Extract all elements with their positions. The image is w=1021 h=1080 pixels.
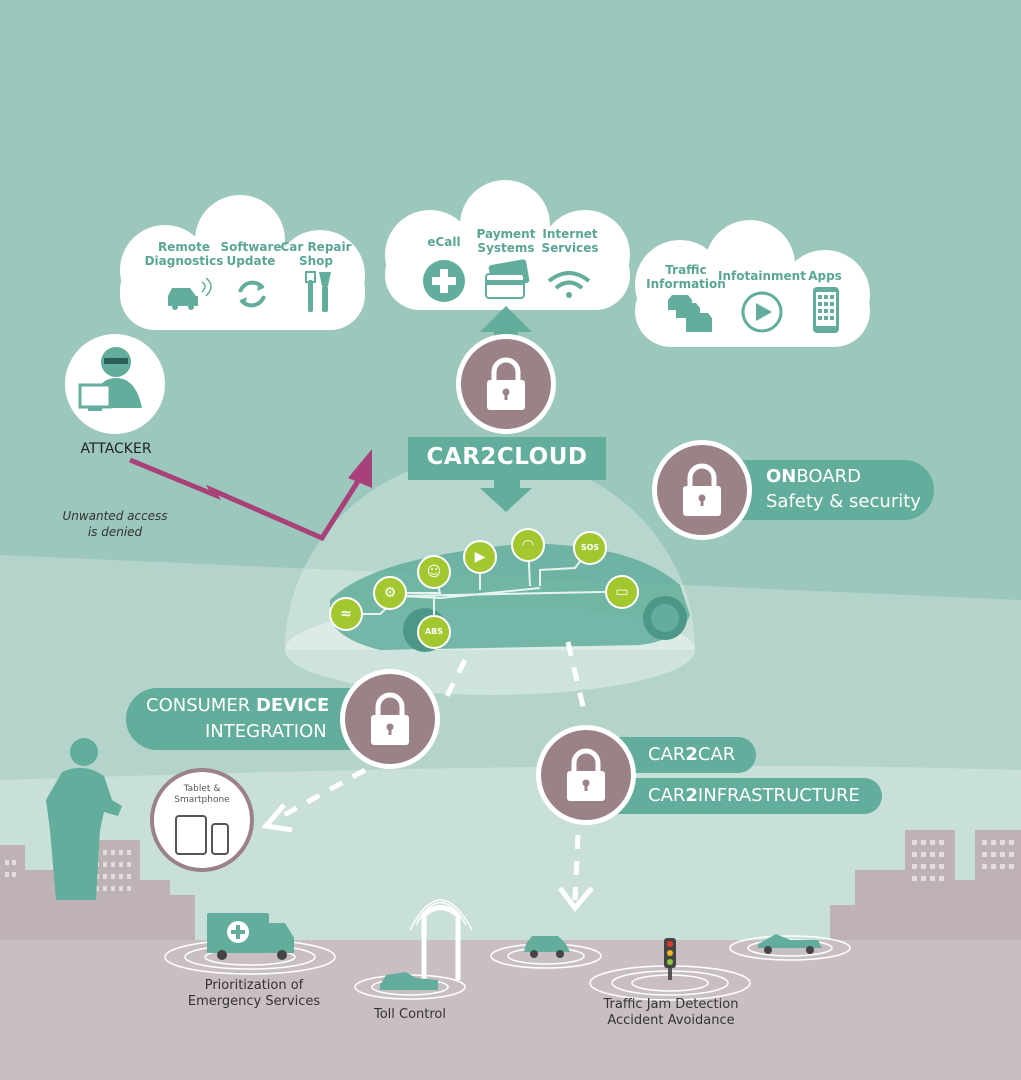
consumer-title-line2: INTEGRATION <box>205 721 327 742</box>
smartphone-apps-icon <box>813 287 839 333</box>
car2car-label: CAR2CAR <box>648 744 736 765</box>
padlock-icon <box>487 357 525 410</box>
consumer-link-arrowhead <box>261 803 293 833</box>
padlock-icon <box>371 692 409 745</box>
toll-gate-icon <box>380 899 473 990</box>
car2car-pill: CAR2CAR <box>610 737 756 773</box>
tablet-smartphone-label: Tablet & Smartphone <box>174 784 230 805</box>
cloud-label-payment-systems: Payment Systems <box>476 227 536 255</box>
tools-icon <box>305 271 331 312</box>
attacker-icon <box>65 334 165 434</box>
car-signal-icon <box>168 277 212 310</box>
refresh-icon <box>238 280 266 308</box>
onboard-title-rest: BOARD <box>796 466 861 487</box>
caption-traffic-jam: Traffic Jam Detection Accident Avoidance <box>603 997 739 1028</box>
credit-card-icon <box>485 259 530 299</box>
small-car-icon <box>524 936 570 958</box>
cloud-label-ecall: eCall <box>427 235 461 249</box>
downlink-arrow <box>480 480 532 512</box>
onboard-security-pill: ONBOARD Safety & security <box>700 460 934 520</box>
car2x-link-dashes <box>565 641 588 901</box>
consumer-title-line1: CONSUMER DEVICE <box>146 695 329 717</box>
cloud-label-remote-diagnostics: Remote Diagnostics <box>144 240 224 268</box>
cloud-label-traffic-information: Traffic Information <box>646 263 726 291</box>
cloud-label-car-repair-shop: Car Repair Shop <box>280 240 352 268</box>
padlock-icon <box>683 463 721 516</box>
car2x-link-arrowhead <box>558 886 594 913</box>
car2x-lock <box>536 725 636 825</box>
abs-icon: ABS <box>417 615 451 649</box>
attack-path-arrow <box>129 449 372 542</box>
onboard-title: ONBOARD <box>766 466 861 488</box>
unwanted-access-note: Unwanted access is denied <box>62 509 168 539</box>
cloud-label-software-update: Software Update <box>220 240 282 268</box>
ambulance-icon <box>207 913 294 960</box>
buildings-right <box>830 830 1021 950</box>
cloud-label-apps: Apps <box>808 269 842 283</box>
media-play-icon: ▶ <box>463 540 497 574</box>
onboard-subtitle: Safety & security <box>766 491 921 512</box>
traffic-cars-icon <box>668 295 712 332</box>
person-with-phone-silhouette <box>46 738 122 900</box>
consumer-title-bold: DEVICE <box>255 695 330 716</box>
airbag-icon: ☺ <box>417 555 451 589</box>
signal-icon: ◠ <box>511 528 545 562</box>
wifi-icon <box>547 271 591 298</box>
caption-emergency-services: Prioritization of Emergency Services <box>187 978 321 1009</box>
uplink-arrow <box>480 306 532 345</box>
attacker-label: ATTACKER <box>80 441 152 457</box>
battery-icon: ▭ <box>605 575 639 609</box>
car-sensor-icon: ≈ <box>329 597 363 631</box>
cloud-label-internet-services: Internet Services <box>541 227 599 255</box>
car2infrastructure-pill: CAR2INFRASTRUCTURE <box>610 778 882 814</box>
padlock-icon <box>567 748 605 801</box>
consumer-link-dashes <box>273 658 468 823</box>
convertible-car-icon <box>758 934 822 954</box>
consumer-title-plain: CONSUMER <box>146 695 256 716</box>
caption-toll-control: Toll Control <box>373 1007 447 1022</box>
play-icon <box>741 291 783 333</box>
car2infrastructure-label: CAR2INFRASTRUCTURE <box>648 785 860 806</box>
cloud-label-infotainment: Infotainment <box>718 269 806 283</box>
medical-cross-icon <box>423 260 465 302</box>
traffic-light-icon <box>664 938 676 980</box>
car2cloud-label: CAR2CLOUD <box>426 444 588 470</box>
engine-icon: ⚙ <box>373 576 407 610</box>
consumer-device-lock <box>340 669 440 769</box>
car2cloud-lock <box>456 334 556 434</box>
car2cloud-banner <box>408 437 606 480</box>
tablet-smartphone-badge: Tablet & Smartphone <box>150 768 254 872</box>
sos-icon: SOS <box>573 531 607 565</box>
onboard-title-bold: ON <box>766 466 797 487</box>
onboard-lock <box>652 440 752 540</box>
tablet-phone-icon <box>175 815 229 855</box>
